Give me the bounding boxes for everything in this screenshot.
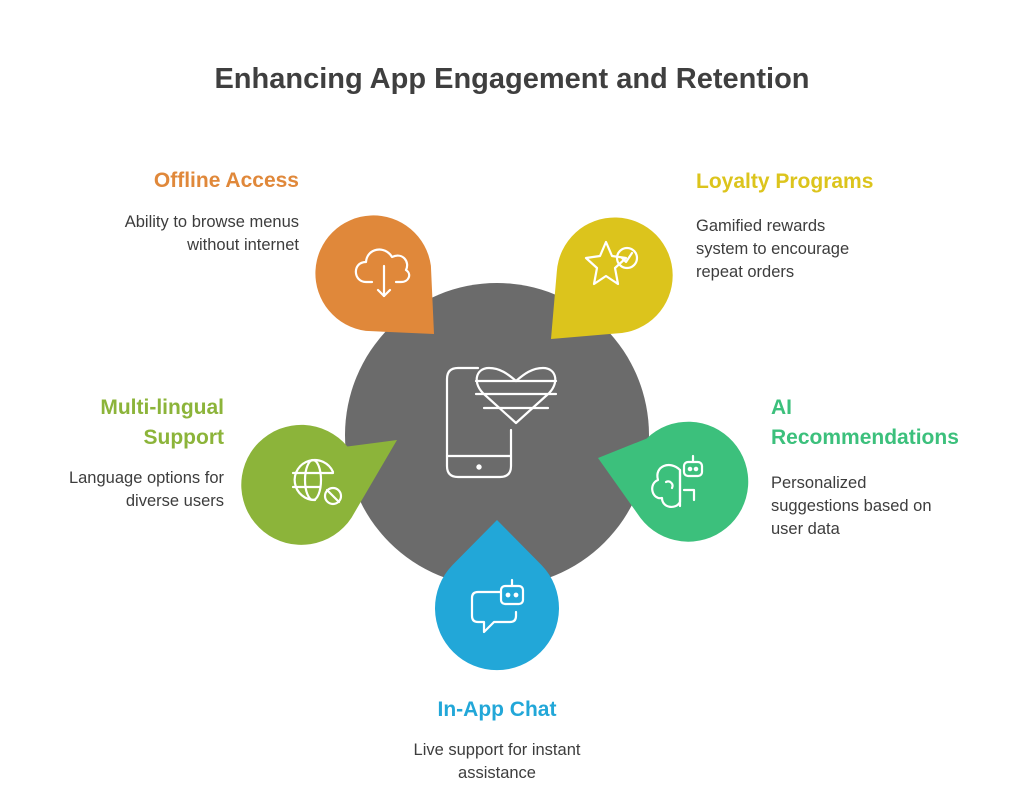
offline-access-heading-line: Offline Access	[153, 169, 299, 192]
multilingual-support-heading-line: Support	[143, 426, 224, 449]
ai-recommendations-heading-line: AI	[771, 396, 792, 419]
in-app-chat-description-line: assistance	[458, 764, 536, 782]
ai-recommendations-heading: AI Recommendations	[771, 393, 959, 453]
brain-robot-icon	[651, 454, 704, 508]
offline-access-description-line: without internet	[187, 236, 299, 254]
multilingual-support-description-line: diverse users	[125, 492, 224, 510]
ai-recommendations-pin	[598, 421, 749, 542]
ai-recommendations-description-line: user data	[771, 520, 840, 538]
in-app-chat-pin	[434, 520, 559, 671]
ai-recommendations-description: Personalized suggestions based on user d…	[771, 472, 932, 541]
loyalty-programs-description-line: repeat orders	[696, 263, 795, 281]
loyalty-programs-description-line: Gamified rewards	[696, 217, 826, 235]
center-hub	[345, 283, 649, 587]
offline-access-pin	[315, 215, 434, 334]
offline-access-heading: Offline Access	[154, 166, 299, 196]
multilingual-support-heading: Multi-lingual Support	[100, 393, 224, 453]
loyalty-programs-heading: Loyalty Programs	[696, 167, 873, 197]
loyalty-programs-pin	[551, 217, 673, 339]
ai-recommendations-heading-line: Recommendations	[771, 426, 959, 449]
loyalty-programs-description-line: system to encourage	[696, 240, 850, 258]
offline-access-description: Ability to browse menus without internet	[125, 211, 299, 257]
ai-recommendations-description-line: suggestions based on	[771, 497, 932, 515]
offline-access-description-line: Ability to browse menus	[124, 213, 299, 231]
ai-recommendations-description-line: Personalized	[771, 474, 867, 492]
phone-heart-icon	[445, 366, 558, 479]
multilingual-support-description-line: Language options for	[68, 469, 224, 487]
star-check-icon	[584, 240, 639, 286]
loyalty-programs-description: Gamified rewards system to encourage rep…	[696, 215, 849, 284]
diagram-title: Enhancing App Engagement and Retention	[214, 63, 810, 95]
in-app-chat-heading: In-App Chat	[347, 695, 647, 725]
multilingual-support-pin	[241, 424, 397, 545]
globe-icon	[291, 458, 343, 506]
cloud-download-icon	[354, 248, 411, 298]
in-app-chat-description-line: Live support for instant	[413, 741, 581, 759]
in-app-chat-description: Live support for instant assistance	[347, 739, 647, 785]
chat-bot-icon	[470, 578, 525, 634]
loyalty-programs-heading-line: Loyalty Programs	[696, 170, 874, 193]
in-app-chat-heading-line: In-App Chat	[437, 698, 557, 721]
multilingual-support-heading-line: Multi-lingual	[100, 396, 224, 419]
multilingual-support-description: Language options for diverse users	[69, 467, 224, 513]
